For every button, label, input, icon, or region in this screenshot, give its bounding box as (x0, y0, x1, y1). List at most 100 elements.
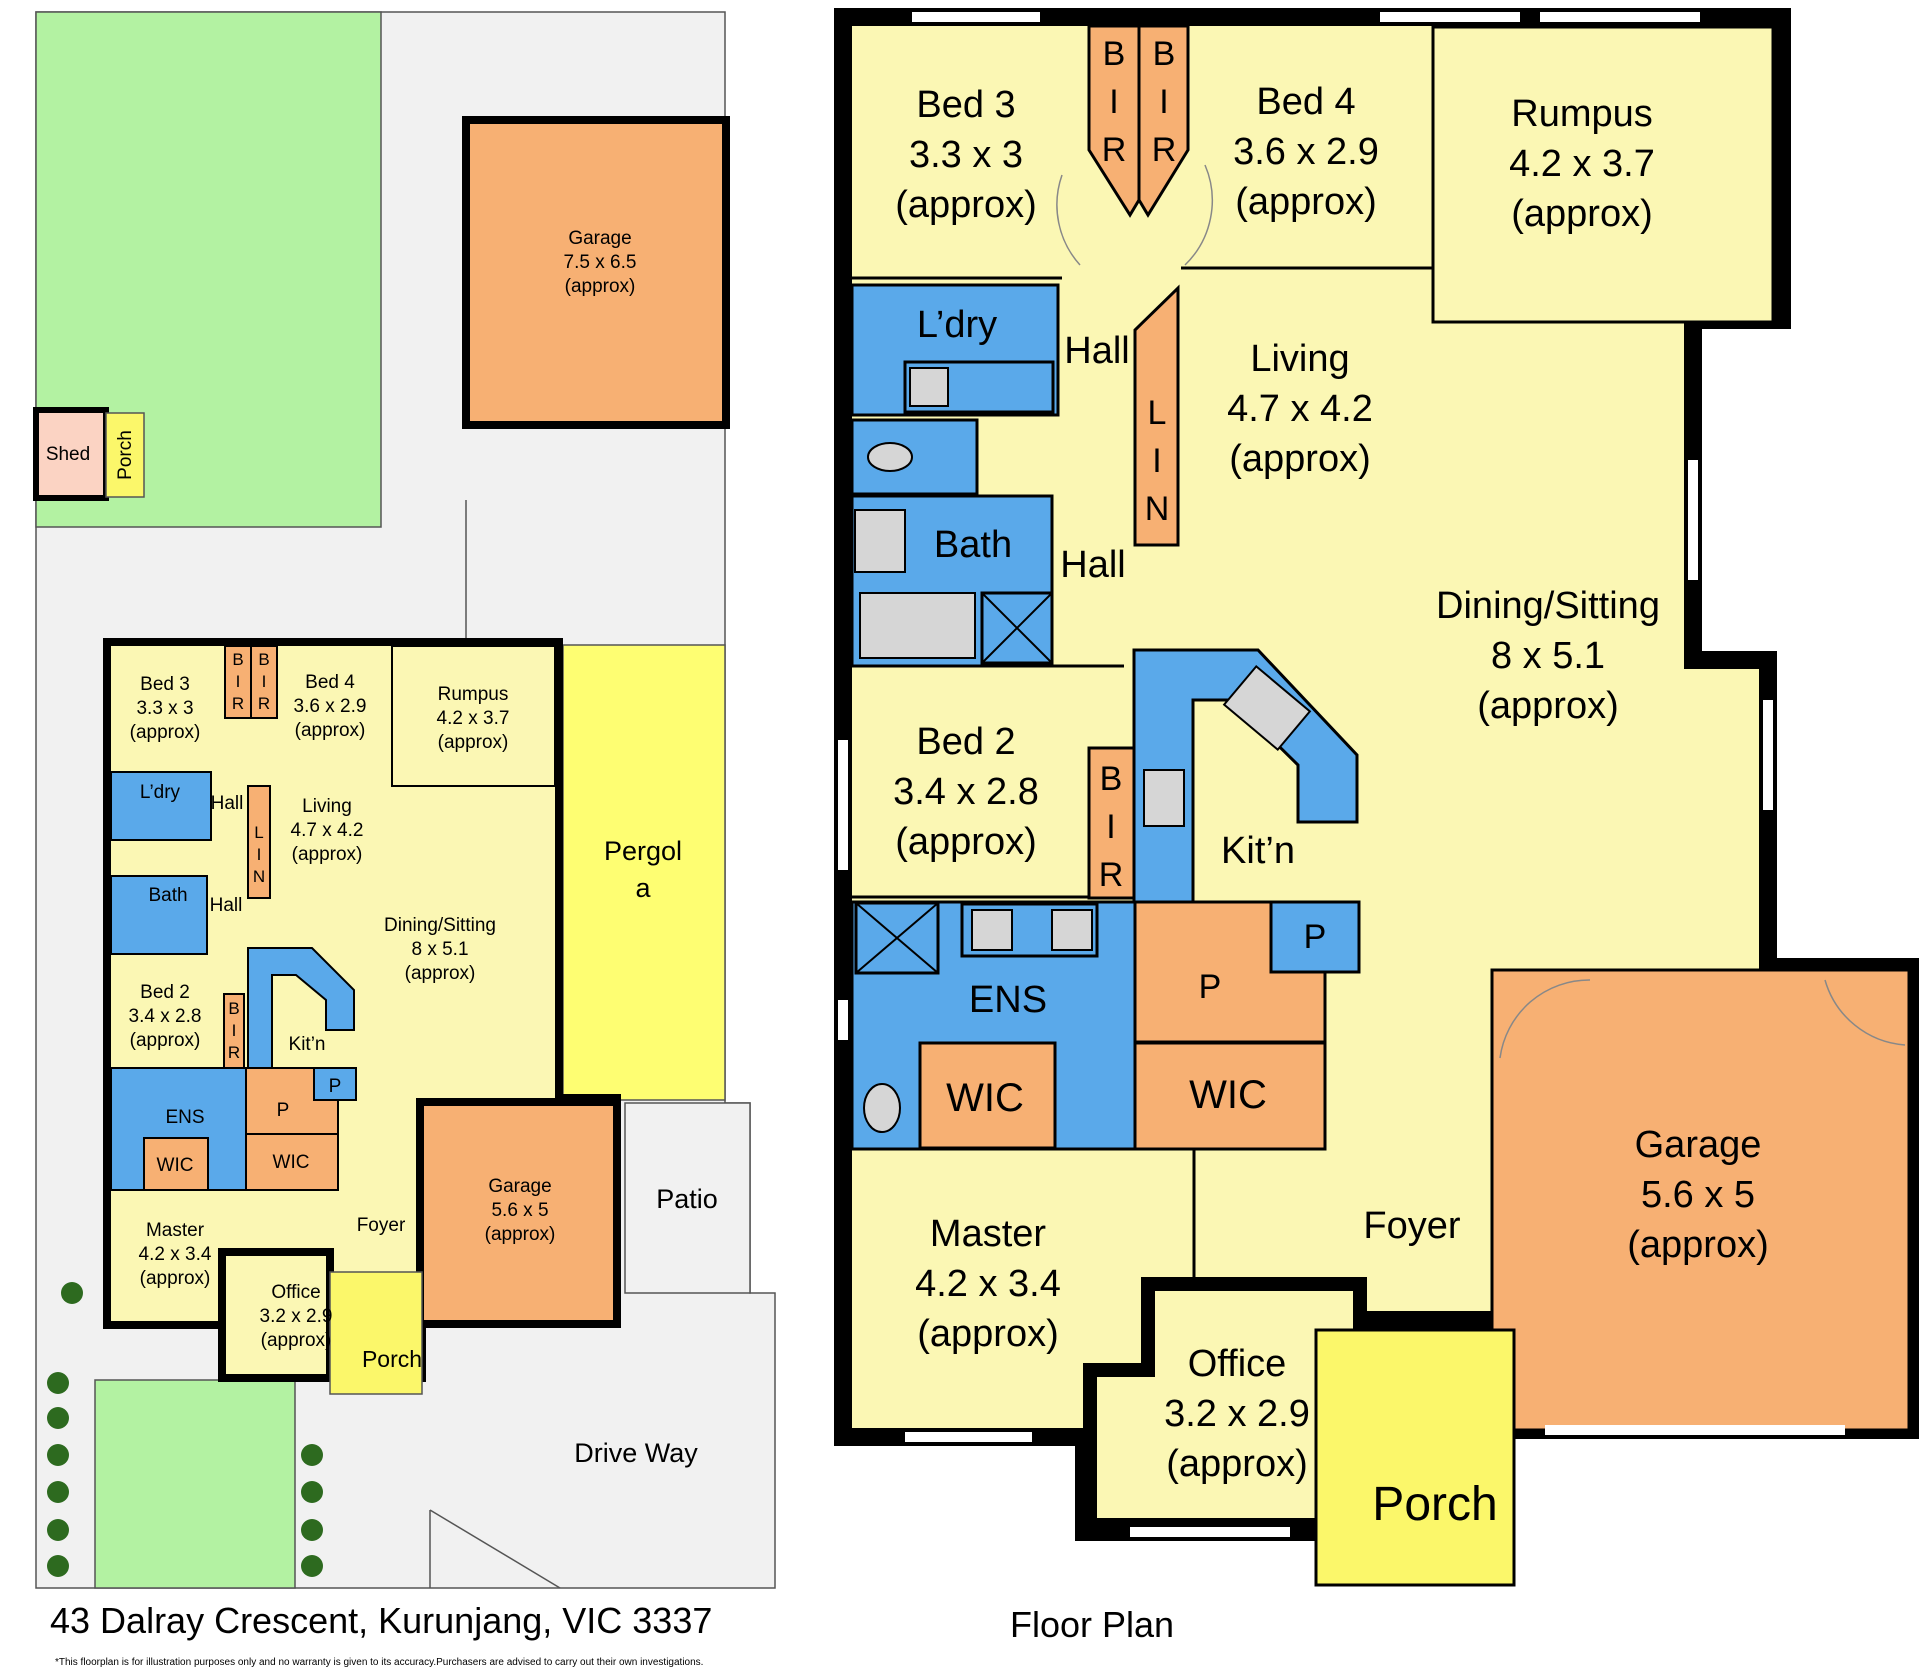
site-master-name: Master (146, 1220, 205, 1241)
front-lawn (94, 1379, 296, 1589)
site-rumpus-note: (approx) (438, 732, 509, 753)
fp-bed2-bir-i: I (1106, 808, 1115, 846)
site-bed4-note: (approx) (295, 720, 366, 741)
site-shed (33, 407, 109, 501)
site-bir-left-i: I (236, 672, 241, 691)
fp-master-walls (852, 1147, 1196, 1284)
fp-wic-right (1133, 1041, 1327, 1151)
fp-master-note: (approx) (917, 1313, 1059, 1355)
driveway-edge-2 (429, 1509, 561, 1589)
fp-garage-door-arc (1499, 979, 1906, 1059)
site-rumpus-name: Rumpus (438, 684, 509, 705)
fp-kitchen-name: Kit’n (1221, 830, 1295, 872)
site-bed2-size: 3.4 x 2.8 (129, 1006, 202, 1027)
site-shed-porch-name: Porch (115, 430, 136, 480)
fp-laundry-sink-icon (909, 367, 949, 407)
site-bir-right-i: I (262, 672, 267, 691)
site-wic-left-name: WIC (157, 1155, 194, 1176)
fp-ens-basin-left-icon (971, 909, 1013, 951)
fp-bed2-walls (852, 664, 1134, 899)
fp-bed2-name: Bed 2 (916, 721, 1015, 763)
site-pantry-small-name: P (329, 1076, 342, 1097)
fp-ens-name: ENS (969, 979, 1047, 1021)
fp-wic-left-name: WIC (946, 1076, 1024, 1120)
site-pantry-small (313, 1067, 357, 1101)
site-linen-l: L (254, 823, 263, 842)
site-patio-area (624, 1102, 751, 1294)
fp-rumpus-note: (approx) (1511, 193, 1653, 235)
site-dining-note: (approx) (405, 963, 476, 984)
site-patio-name: Patio (656, 1184, 718, 1214)
site-bed2-bir-r: R (228, 1043, 240, 1062)
site-garage-size: 7.5 x 6.5 (564, 252, 637, 273)
fp-rumpus-name: Rumpus (1511, 93, 1653, 135)
fp-hall-lower: Hall (1060, 544, 1125, 586)
fp-bir-left-b: B (1103, 35, 1126, 73)
fp-bath-name: Bath (934, 524, 1012, 566)
site-garage-main-note: (approx) (485, 1224, 556, 1245)
fp-garage (1490, 968, 1911, 1432)
site-linen-i: I (257, 845, 262, 864)
fp-bir-right-i: I (1159, 83, 1168, 121)
site-shed-porch (105, 412, 145, 498)
fp-wic-right-name: WIC (1189, 1073, 1267, 1117)
site-bir-right-b: B (258, 650, 269, 669)
fp-cooktop-icon (1143, 769, 1185, 827)
site-rumpus-size: 4.2 x 3.7 (437, 708, 510, 729)
site-rumpus (391, 645, 556, 787)
fp-dining-note: (approx) (1477, 685, 1619, 727)
fp-dining-name: Dining/Sitting (1436, 585, 1660, 627)
site-linen-n: N (253, 867, 265, 886)
site-bed4-name: Bed 4 (305, 672, 355, 693)
fp-living-name: Living (1250, 338, 1349, 380)
fp-garage-size: 5.6 x 5 (1641, 1174, 1755, 1216)
fp-bed2-bir-b: B (1100, 760, 1123, 798)
fp-linen-l: L (1148, 394, 1167, 432)
site-bed3-note: (approx) (130, 722, 201, 743)
fp-ens-basin-right-icon (1051, 909, 1093, 951)
fp-pantry-small-name: P (1304, 918, 1327, 956)
fp-garage-name: Garage (1635, 1124, 1762, 1166)
fp-bed3-name: Bed 3 (916, 84, 1015, 126)
site-laundry (110, 771, 212, 841)
site-bir-right-r: R (258, 694, 270, 713)
site-garage-name: Garage (568, 228, 631, 249)
fp-living-size: 4.7 x 4.2 (1227, 388, 1373, 430)
site-garage-main (416, 1098, 621, 1328)
fp-bir-left-i: I (1109, 83, 1118, 121)
fp-garage-note: (approx) (1627, 1224, 1769, 1266)
fp-bath-basin-icon (854, 509, 906, 573)
fp-bir-right (1137, 24, 1190, 218)
fp-windows (838, 12, 1845, 1537)
site-bath-name: Bath (148, 885, 187, 906)
fp-bath-shower-cross (981, 592, 1053, 664)
fp-bed4-name: Bed 4 (1256, 81, 1355, 123)
fp-living-note: (approx) (1229, 438, 1371, 480)
fp-wc-toilet-icon (867, 442, 913, 472)
fp-pantry-small (1269, 900, 1361, 974)
site-linen (247, 785, 271, 899)
fp-rumpus-size: 4.2 x 3.7 (1509, 143, 1655, 185)
fp-foyer-name: Foyer (1363, 1205, 1460, 1247)
fp-linen (1133, 284, 1180, 547)
fp-hall-upper: Hall (1064, 330, 1129, 372)
site-bed4-size: 3.6 x 2.9 (294, 696, 367, 717)
site-garage-note: (approx) (565, 276, 636, 297)
site-pantry-name: P (277, 1100, 290, 1121)
fp-master-name: Master (930, 1213, 1046, 1255)
site-living-name: Living (302, 796, 352, 817)
fp-bed4-size: 3.6 x 2.9 (1233, 131, 1379, 173)
site-master-note: (approx) (140, 1268, 211, 1289)
fp-bir-left (1087, 24, 1141, 218)
site-office-name: Office (271, 1282, 320, 1303)
fp-bir-left-r: R (1102, 131, 1127, 169)
site-wic-right-name: WIC (273, 1152, 310, 1173)
site-kitchen-name: Kit’n (289, 1034, 326, 1055)
site-shed-name: Shed (46, 444, 90, 465)
site-plan: Garage 7.5 x 6.5 (approx) Shed Porch Per… (33, 11, 776, 1589)
site-porch (329, 1271, 423, 1395)
site-wic-left (143, 1137, 209, 1191)
fp-porch (1314, 1328, 1516, 1587)
fp-kitchen-sink-icon (1222, 664, 1312, 752)
detailed-floor-plan: Bed 3 3.3 x 3 (approx) B I R B I R Bed 4… (834, 8, 1919, 1587)
